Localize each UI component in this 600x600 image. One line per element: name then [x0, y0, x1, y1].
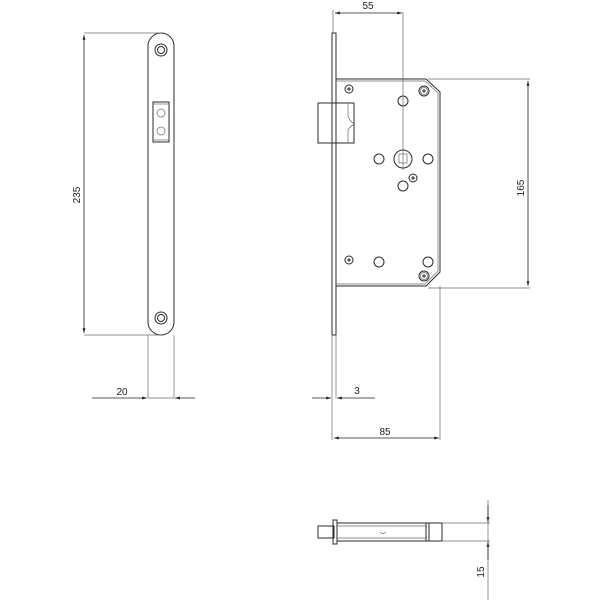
latch-bolt: [317, 102, 337, 144]
screw-bottom-right: [418, 270, 430, 282]
lock-case-outline: [336, 78, 441, 287]
label-15: 15: [476, 566, 487, 578]
latch-window: [152, 101, 170, 143]
label-235: 235: [72, 186, 83, 203]
screw-top-left: [344, 84, 354, 94]
dimension-body-height: 165: [428, 78, 530, 289]
faceplate-edge: [331, 32, 337, 336]
hole: [373, 153, 385, 165]
screw-top-right: [418, 85, 430, 97]
dimension-faceplate-width: 20: [92, 387, 195, 400]
label-3: 3: [354, 386, 360, 397]
screw-mid: [408, 173, 418, 183]
label-85: 85: [379, 427, 391, 438]
dimension-backset: 55: [332, 1, 402, 33]
dimension-bolt-height: 15: [476, 500, 490, 600]
lock-body-view: [317, 12, 441, 336]
hole: [422, 256, 434, 268]
bolt-body: [336, 522, 443, 542]
bolt-top-view: [317, 519, 490, 545]
faceplate-outline: [147, 32, 175, 336]
screw-hole-bottom: [154, 311, 168, 325]
hole: [397, 180, 409, 192]
screw-bottom-left: [344, 255, 354, 265]
label-55: 55: [362, 1, 374, 12]
hole: [422, 153, 434, 165]
dimension-faceplate-thickness: 3: [312, 335, 375, 440]
hole: [373, 256, 385, 268]
label-165: 165: [516, 179, 527, 196]
dimension-body-depth: 85: [334, 286, 441, 440]
faceplate-view: [84, 32, 175, 398]
screw-hole-top: [154, 43, 168, 57]
bolt-tip: [317, 525, 335, 539]
dimension-faceplate-height: 235: [72, 35, 86, 333]
label-20: 20: [116, 387, 128, 398]
